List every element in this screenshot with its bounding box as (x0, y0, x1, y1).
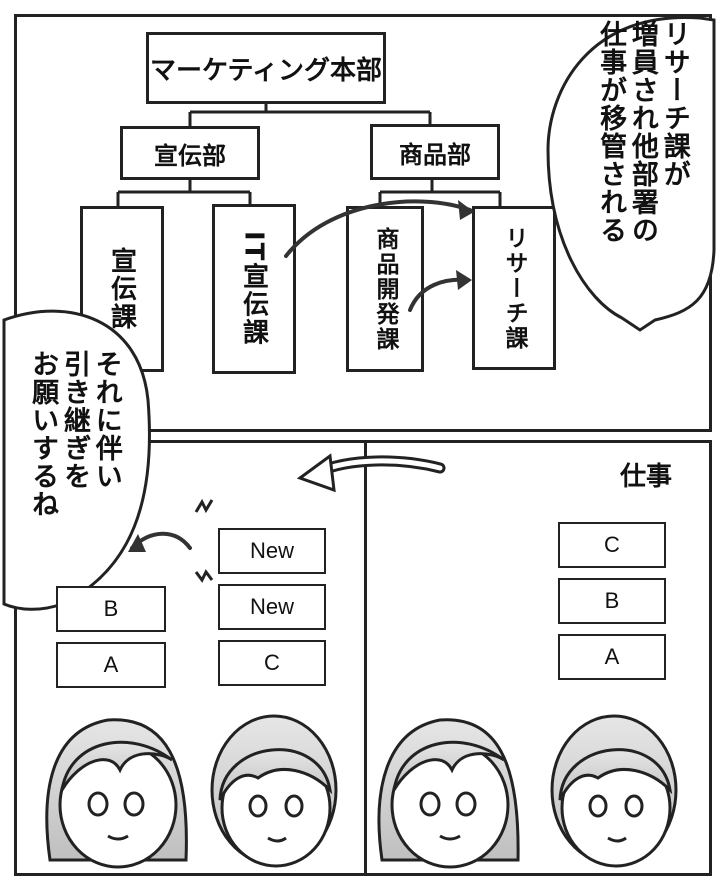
section-box-4: リサーチ課 (472, 206, 556, 370)
character-woman-bun-left (210, 714, 338, 868)
character-woman-long-hair-right (377, 718, 520, 869)
section-label-4: リサーチ課 (501, 225, 527, 351)
dept-right-box: 商品部 (370, 124, 500, 180)
section-label-3: 商品開発課 (372, 226, 398, 352)
dept-right-label: 商品部 (399, 140, 471, 169)
character-woman-bun-right (550, 714, 678, 868)
arrow-it-to-research (284, 199, 472, 258)
section-label-1: 宣伝課 (106, 247, 137, 331)
task-card: New (218, 584, 326, 630)
task-card: B (56, 586, 166, 632)
bubble-left-text: それに伴い 引き継ぎを お願いするね (6, 350, 142, 600)
org-top-box: マーケティング本部 (146, 32, 386, 104)
bubble-top-right-text: リサーチ課が 増員され他部署の 仕事が移管される (578, 20, 706, 320)
task-card: A (558, 634, 666, 680)
bubble-top-right-line-2: 増員され他部署の (626, 20, 658, 244)
task-card: B (558, 578, 666, 624)
bubble-top-right-line-3: 仕事が移管される (595, 20, 627, 244)
bubble-top-right-line-1: リサーチ課が (658, 20, 690, 188)
section-label-2: IT宣伝課 (238, 231, 269, 347)
right-panel-title: 仕事 (620, 462, 673, 492)
task-card: New (218, 528, 326, 574)
bubble-left-line-2: 引き継ぎを (58, 350, 90, 490)
task-card: A (56, 642, 166, 688)
character-woman-long-hair-left (45, 718, 188, 869)
section-box-2: IT宣伝課 (212, 204, 296, 374)
section-box-3: 商品開発課 (346, 206, 424, 372)
task-card: C (558, 522, 666, 568)
bubble-left-line-1: それに伴い (90, 350, 122, 490)
bubble-left-line-3: お願いするね (27, 350, 59, 518)
dept-left-box: 宣伝部 (120, 126, 260, 180)
task-card: C (218, 640, 326, 686)
org-top-label: マーケティング本部 (150, 55, 382, 86)
arrow-big-left (296, 453, 336, 493)
dept-left-label: 宣伝部 (154, 141, 226, 170)
